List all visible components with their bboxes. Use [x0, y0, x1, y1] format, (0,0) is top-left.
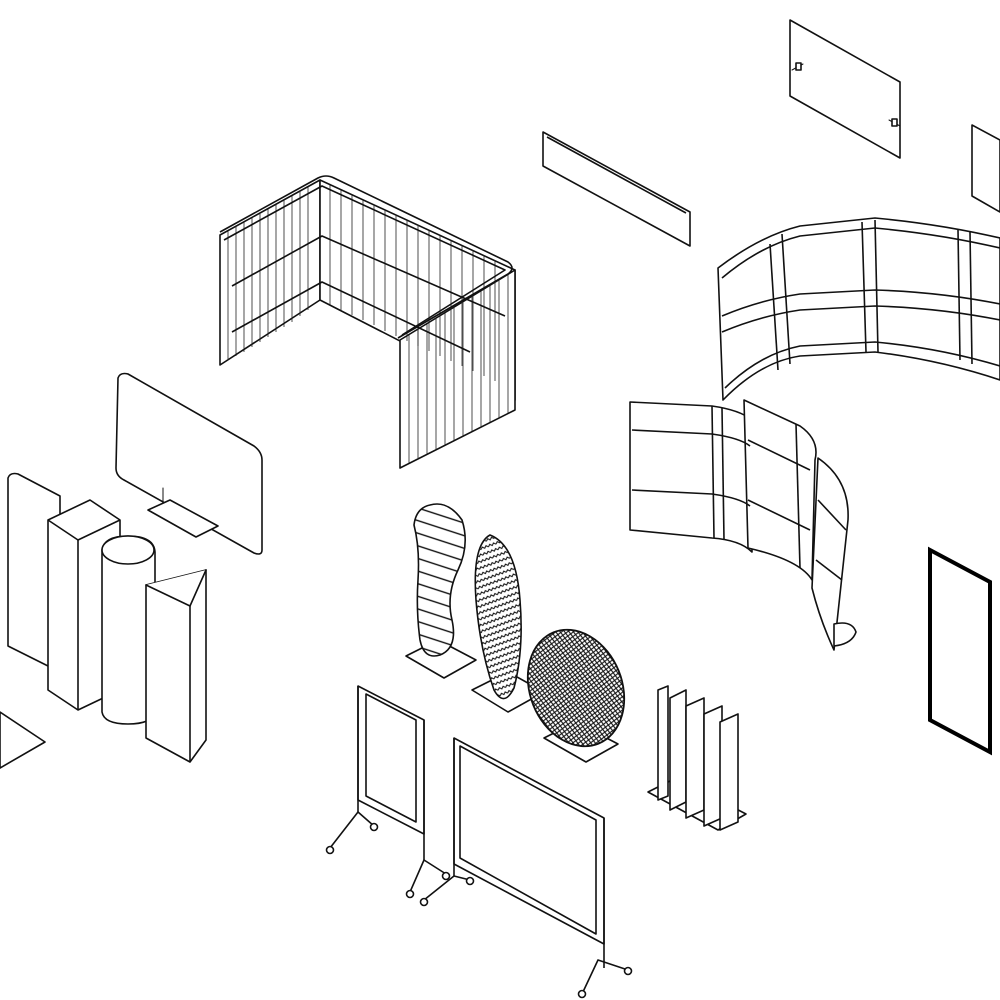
column-screens [0, 472, 207, 769]
wall-panel-angled [789, 19, 901, 159]
modular-curved-partition-small [629, 399, 857, 651]
fin-panel-set [647, 685, 747, 831]
modular-curved-partition-large [717, 217, 1000, 401]
sculpted-acoustic-panels [405, 503, 626, 763]
tall-framed-panel [928, 546, 992, 756]
mobile-whiteboards [325, 685, 633, 999]
desktop-screen-panel [542, 131, 691, 247]
freestanding-screen [115, 372, 263, 555]
wall-panel-framed [971, 124, 1000, 213]
curtain-booth [219, 175, 516, 469]
